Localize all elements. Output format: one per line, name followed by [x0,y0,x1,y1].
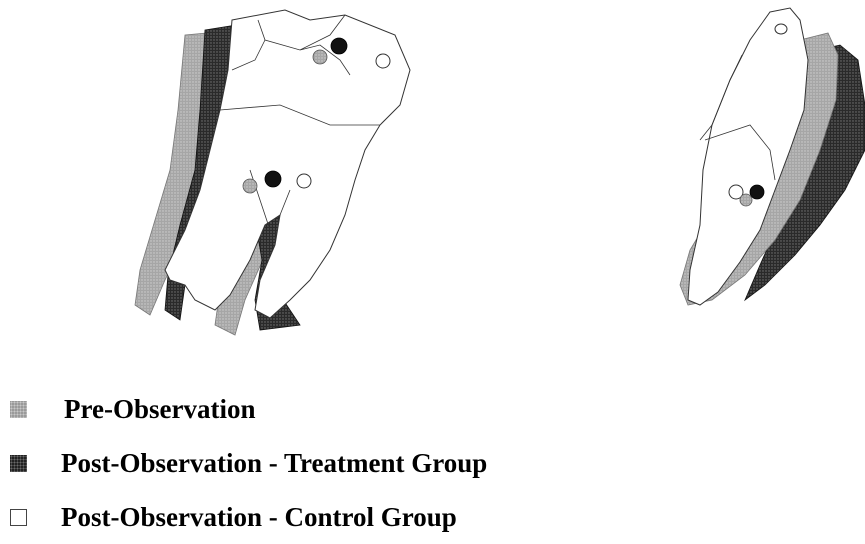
right-crown-control-marker [775,24,787,34]
legend-item-treatment: Post-Observation - Treatment Group [10,448,487,479]
legend-label-pre: Pre-Observation [64,394,255,425]
left-root-control-marker [297,174,311,188]
left-root-treatment-marker [265,171,281,187]
left-root-pre-marker [243,179,257,193]
right-tooth [680,8,865,305]
legend-item-control: Post-Observation - Control Group [10,502,457,533]
left-tooth [135,10,410,335]
left-crown-treatment-marker [331,38,347,54]
legend-item-pre-observation: Pre-Observation [10,394,255,425]
left-crown-control-marker [376,54,390,68]
legend-swatch-treatment [10,455,27,472]
legend-swatch-control [10,509,27,526]
legend-swatch-pre [10,401,27,418]
right-root-pre-marker [740,194,752,206]
legend-label-control: Post-Observation - Control Group [61,502,457,533]
left-crown-pre-marker [313,50,327,64]
legend-label-treatment: Post-Observation - Treatment Group [61,448,487,479]
right-root-treatment-marker [750,185,764,199]
